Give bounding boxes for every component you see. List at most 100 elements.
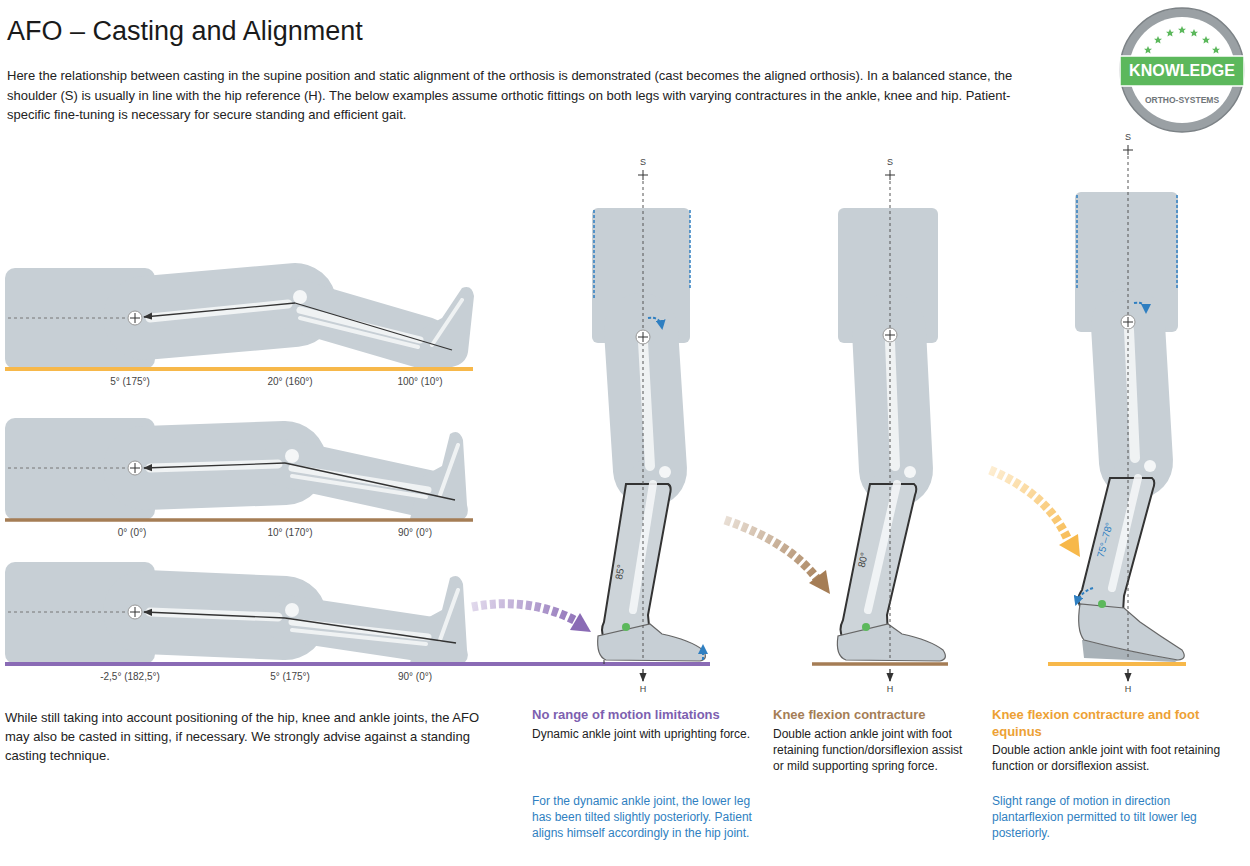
standing-figure [1128, 156, 1129, 660]
supine-leg [293, 290, 307, 304]
angle-label: 90° (0°) [398, 671, 432, 683]
supine-leg [135, 463, 136, 473]
standing-figure [643, 332, 644, 342]
standing-figure [1134, 303, 1146, 312]
supine-leg [292, 630, 426, 644]
standing-figure [841, 484, 917, 638]
standing-figure [643, 170, 644, 180]
supine-leg [5, 562, 710, 664]
supine-leg [285, 603, 299, 617]
standing-figure [642, 669, 643, 681]
standing-figure [1112, 330, 1138, 588]
supine-leg [145, 612, 285, 618]
badge-subtitle: ORTHO-SYSTEMS [1118, 94, 1246, 106]
standing-figure [648, 318, 662, 328]
standing-figure [868, 342, 897, 610]
note-text: While still taking into account position… [5, 708, 500, 765]
supine-leg [5, 518, 473, 522]
standing-figure [1112, 478, 1138, 588]
case-heading: Knee flexion contracture and foot equinu… [992, 706, 1237, 740]
supine-leg [144, 612, 285, 618]
standing-figure [702, 646, 704, 660]
angle-label: 85° [613, 564, 627, 581]
case-body: Double action ankle joint with foot reta… [992, 742, 1237, 774]
standing-figure [602, 484, 671, 638]
hip-ref: H [1125, 684, 1132, 694]
supine-leg [5, 418, 473, 520]
hip-ref: H [640, 684, 647, 694]
case-body: Double action ankle joint with foot reta… [773, 726, 973, 774]
standing-figure [1048, 145, 1186, 681]
standing-figure [689, 210, 691, 290]
standing-figure [592, 170, 705, 681]
angle-label: 10° (170°) [267, 527, 312, 539]
supine-leg [295, 303, 452, 350]
standing-figure [1048, 662, 1186, 666]
transfer-arrow [472, 470, 1080, 632]
supine-leg [150, 590, 458, 644]
angle-label: 5° (175°) [110, 376, 150, 388]
badge-word: KNOWLEDGE [1118, 56, 1246, 86]
standing-figure [890, 330, 891, 340]
standing-figure [643, 181, 644, 660]
page-title: AFO – Casting and Alignment [7, 16, 363, 47]
supine-leg [410, 576, 468, 664]
standing-figure [883, 328, 897, 342]
supine-leg [150, 300, 462, 347]
angle-label: 90° (0°) [398, 527, 432, 539]
standing-figure [862, 623, 870, 631]
standing-figure [598, 624, 706, 661]
standing-figure [622, 623, 630, 631]
standing-figure [593, 210, 595, 300]
supine-leg [150, 445, 458, 497]
transfer-arrow [725, 520, 818, 580]
supine-leg [295, 305, 425, 343]
badge-star [1212, 46, 1220, 53]
standing-figure [604, 660, 605, 664]
badge-star [1166, 29, 1174, 36]
supine-leg [144, 463, 285, 468]
transfer-arrow [570, 613, 591, 632]
standing-figure [1076, 195, 1078, 290]
standing-figure [1128, 317, 1129, 327]
standing-figure [1128, 145, 1129, 155]
standing-figure [643, 342, 650, 466]
standing-figure [812, 662, 948, 666]
standing-figure [636, 330, 650, 344]
supine-leg [135, 313, 136, 323]
standing-figure [890, 170, 891, 180]
standing-figure [1144, 460, 1156, 472]
standing-figure [641, 330, 650, 470]
badge-circle: KNOWLEDGE ORTHO-SYSTEMS [1118, 6, 1246, 134]
supine-leg [432, 300, 462, 345]
supine-leg [128, 311, 142, 325]
supine-leg [8, 612, 126, 613]
supine-leg [8, 468, 126, 469]
badge-star [1202, 36, 1210, 43]
case-heading: No range of motion limitations [532, 706, 764, 723]
standing-figure [1098, 600, 1106, 608]
supine-leg [440, 590, 458, 640]
badge-star [1154, 36, 1162, 43]
standing-figure [1078, 478, 1154, 612]
supine-leg [400, 287, 474, 367]
case-heading: Knee flexion contracture [773, 706, 973, 723]
standing-figure [890, 342, 895, 466]
standing-figure [1076, 588, 1093, 604]
angle-label: 0° (0°) [118, 527, 147, 539]
supine-leg [5, 367, 473, 371]
supine-leg [285, 463, 455, 500]
shoulder-ref: S [1125, 132, 1131, 142]
supine-leg [128, 461, 142, 475]
shoulder-ref: S [640, 157, 646, 167]
transfer-arrow [809, 570, 830, 594]
standing-figure [868, 484, 897, 610]
standing-figure [837, 624, 945, 661]
angle-label: 20° (160°) [267, 376, 312, 388]
badge-star [1144, 46, 1152, 53]
standing-figure [889, 669, 890, 681]
supine-leg [128, 605, 142, 619]
supine-leg [285, 449, 299, 463]
supine-leg [5, 268, 474, 369]
